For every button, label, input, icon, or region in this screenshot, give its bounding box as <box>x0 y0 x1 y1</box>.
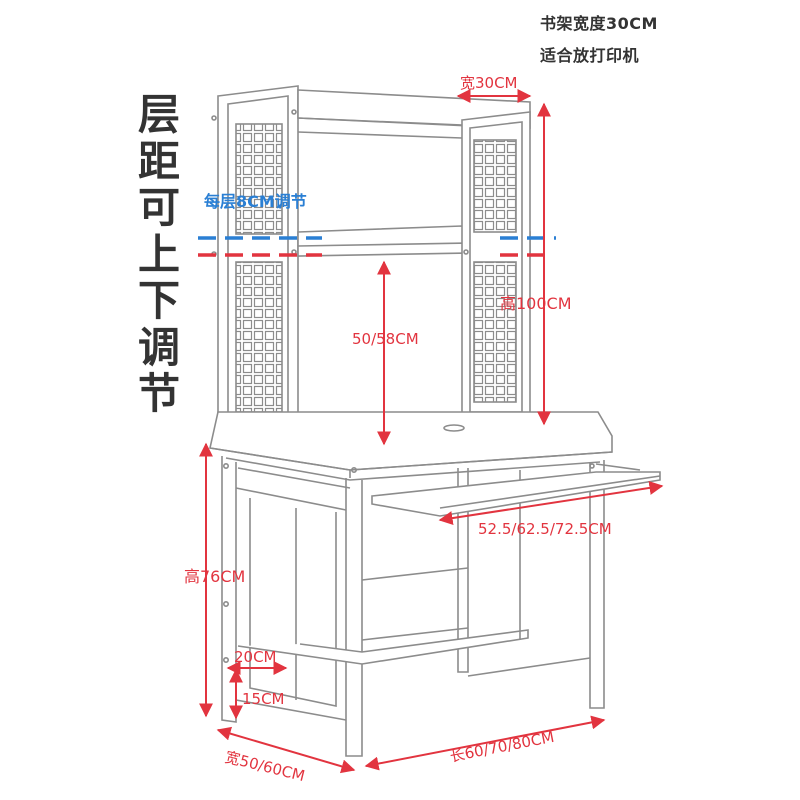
hutch-left-grid-upper <box>235 123 283 235</box>
side-title-char: 距 <box>137 136 180 186</box>
dim-depth <box>216 726 356 774</box>
label-shelf-depth: 宽30CM <box>460 74 518 92</box>
hutch-left-grid-lower <box>235 261 283 413</box>
side-title-char: 调 <box>137 322 180 372</box>
label-keyboard-tray: 52.5/62.5/72.5CM <box>478 520 612 538</box>
note-line-2: 适合放打印机 <box>540 46 640 65</box>
label-desk-height: 高76CM <box>184 567 246 586</box>
dimension-lines <box>199 89 664 774</box>
side-title-char: 上 <box>137 229 180 279</box>
dim-keyboard-tray <box>438 480 664 526</box>
hutch <box>211 85 531 447</box>
keyboard-tray <box>371 471 661 517</box>
hutch-right-grid-upper <box>473 139 517 233</box>
side-title-char: 可 <box>137 183 180 232</box>
label-bottom-shelf: 20CM <box>234 648 277 666</box>
desk-bottom-shelf <box>237 629 529 665</box>
label-total-height: 高100CM <box>500 294 572 313</box>
side-title-char: 层 <box>137 90 180 139</box>
label-foot-clearance: 15CM <box>242 690 285 708</box>
desk-leg-front-right <box>345 478 363 757</box>
side-title: 层 距 可 上 下 调 节 <box>134 90 184 418</box>
label-shelf-adjust: 每层8CM调节 <box>204 192 307 211</box>
note-line-1: 书架宽度30CM <box>540 14 658 33</box>
label-hutch-gap: 50/58CM <box>352 330 419 348</box>
side-title-char: 节 <box>137 369 180 418</box>
dim-length <box>364 715 606 771</box>
side-title-char: 下 <box>137 276 180 325</box>
desk-top <box>209 411 613 471</box>
hutch-right-grid-lower <box>473 261 517 403</box>
desk-leg-front-left <box>221 456 237 723</box>
